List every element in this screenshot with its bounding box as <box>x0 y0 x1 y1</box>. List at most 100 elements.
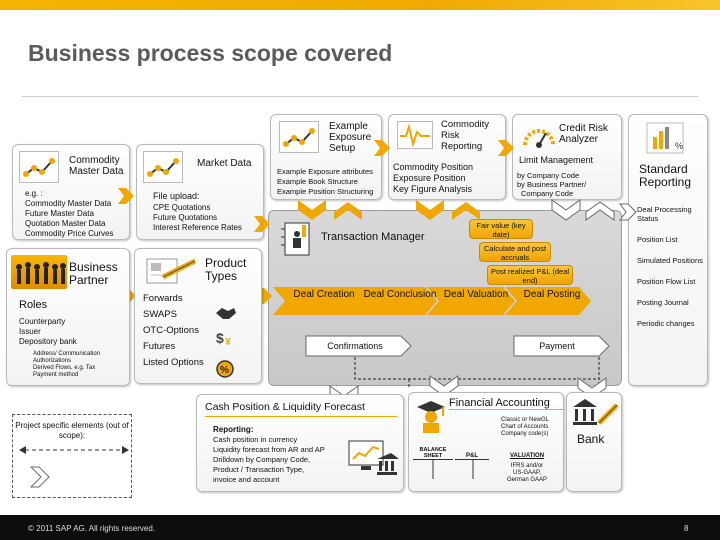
standard-reporting-card: % Standard Reporting Deal Processing Sta… <box>628 114 708 386</box>
commodity-risk-card: Commodity Risk Reporting Commodity Posit… <box>388 114 506 200</box>
financial-accounting-card: Financial Accounting Classic or NewGL Ch… <box>408 392 564 492</box>
list-item: Product / Transaction Type, <box>213 465 305 474</box>
cash-position-header: Cash Position & Liquidity Forecast <box>205 401 397 417</box>
svg-text:%: % <box>220 365 229 376</box>
legend-white-arrow <box>29 466 50 488</box>
bar-chart-icon: % <box>645 121 693 157</box>
list-item: Example Book Structure <box>277 177 358 186</box>
list-item: Quotation Master Data <box>25 219 106 228</box>
confirmations-label: Confirmations <box>327 341 383 351</box>
list-item: by Company Code <box>517 171 580 180</box>
list-item: IFRS and/or <box>510 463 544 469</box>
list-item: Forwards <box>143 293 183 304</box>
roles-heading: Roles <box>19 299 48 311</box>
arrow-up-icon <box>452 202 480 220</box>
deal-conclusion-step: Deal Conclusion <box>363 289 437 300</box>
arrow-right-icon <box>118 188 134 204</box>
market-data-label: Market Data <box>197 158 252 169</box>
list-item: Company code(s) <box>501 431 549 437</box>
list-item: Payment method <box>33 372 79 378</box>
list-item: Depository bank <box>19 337 77 346</box>
list-item: OTC-Options <box>143 325 199 336</box>
list-item: Example Exposure attributes <box>277 167 373 176</box>
valuation-label: VALUATION <box>509 453 545 459</box>
list-item: Futures <box>143 341 176 352</box>
list-item: Example Position Structuring <box>277 187 374 196</box>
list-item: Listed Options <box>143 357 204 368</box>
list-item: Commodity Price Curves <box>25 229 114 238</box>
people-image <box>11 255 67 289</box>
business-partner-card: Business Partner Roles Counterparty Issu… <box>6 248 130 386</box>
confirmations-arrow <box>305 335 412 357</box>
footer-bar: © 2011 SAP AG. All rights reserved. 8 <box>0 515 720 540</box>
svg-text:%: % <box>675 141 683 151</box>
footer-copyright: © 2011 SAP AG. All rights reserved. <box>28 524 155 533</box>
list-item: invoice and account <box>213 475 280 484</box>
arrow-right-icon <box>619 203 637 221</box>
list-item: Future Quotations <box>153 213 218 222</box>
deal-valuation-step: Deal Valuation <box>443 289 509 300</box>
list-item: Position List <box>637 235 678 244</box>
list-item: Company Code <box>521 189 574 198</box>
credit-risk-label: Credit Risk Analyzer <box>559 123 608 145</box>
market-data-card: Market Data File upload: CPE Quotations … <box>136 144 264 240</box>
list-item: German GAAP <box>506 477 547 483</box>
commodity-risk-label: Commodity Risk Reporting <box>441 119 490 152</box>
arrow-down-icon <box>551 199 581 221</box>
legend-box: Project specific elements (out of scope)… <box>12 414 132 498</box>
list-item: Commodity Position <box>393 162 474 172</box>
line-chart-icon <box>143 151 183 183</box>
arrow-right-icon <box>498 140 514 156</box>
graduate-icon <box>415 397 447 433</box>
deal-creation-step: Deal Creation <box>293 289 355 300</box>
line-chart-icon <box>279 121 319 153</box>
process-chevrons <box>273 287 591 315</box>
market-data-upload-label: File upload: <box>153 191 200 201</box>
page-title: Business process scope covered <box>28 40 393 66</box>
gauge-icon <box>519 119 559 149</box>
list-item: Future Master Data <box>25 209 94 218</box>
list-item: Counterparty <box>19 317 66 326</box>
valuation-list: IFRS and/or US-GAAP, German GAAP <box>501 463 553 484</box>
list-item: Periodic changes <box>637 319 695 328</box>
pl-label: P&L <box>455 453 489 460</box>
exposure-setup-card: Example Exposure Setup Example Exposure … <box>270 114 382 200</box>
commodity-master-data-label: Commodity Master Data <box>69 155 124 177</box>
list-item: Derived Flows, e.g. Tax <box>33 365 96 371</box>
product-types-card: Product Types Forwards SWAPS OTC-Options… <box>134 248 262 384</box>
list-item: Authorizations <box>33 358 72 364</box>
list-item: US-GAAP, <box>513 470 541 476</box>
list-item: Classic or NewGL <box>501 417 550 423</box>
handshake-icon <box>215 305 237 321</box>
top-brand-bar <box>0 0 720 10</box>
percent-icon: % <box>215 359 235 379</box>
list-item: Simulated Positions <box>637 256 703 265</box>
pulse-chart-icon <box>397 121 433 149</box>
list-item: e.g. : <box>25 189 43 198</box>
line-chart-icon <box>19 151 59 183</box>
list-item: Key Figure Analysis <box>393 184 473 194</box>
arrow-up-icon <box>334 202 362 220</box>
legend-dashed-arrow <box>19 446 129 454</box>
list-item: Issuer <box>19 327 41 336</box>
cash-position-card: Cash Position & Liquidity Forecast Repor… <box>196 394 404 492</box>
list-item: Exposure Position <box>393 173 466 183</box>
list-item: Address/ Communication <box>33 351 101 357</box>
business-partner-label: Business Partner <box>69 260 118 287</box>
list-item: CPE Quotations <box>153 203 211 212</box>
financial-accounting-notes: Classic or NewGL Chart of Accounts Compa… <box>501 417 563 438</box>
list-item: Posting Journal <box>637 298 689 307</box>
deal-posting-step: Deal Posting <box>523 289 581 300</box>
bank-label: Bank <box>577 432 605 446</box>
monitor-bank-icon <box>347 439 399 477</box>
list-item: Cash position in currency <box>213 435 298 444</box>
arrow-right-icon <box>374 140 390 156</box>
list-item: SWAPS <box>143 309 177 320</box>
pen-document-icon <box>143 253 197 287</box>
list-item: Chart of Accounts <box>501 424 549 430</box>
standard-reporting-label: Standard Reporting <box>639 162 692 189</box>
list-item: Interest Reference Rates <box>153 223 242 232</box>
credit-risk-heading: Limit Management <box>519 155 594 165</box>
credit-risk-card: Credit Risk Analyzer Limit Management by… <box>512 114 622 200</box>
arrow-up-icon <box>585 201 615 221</box>
